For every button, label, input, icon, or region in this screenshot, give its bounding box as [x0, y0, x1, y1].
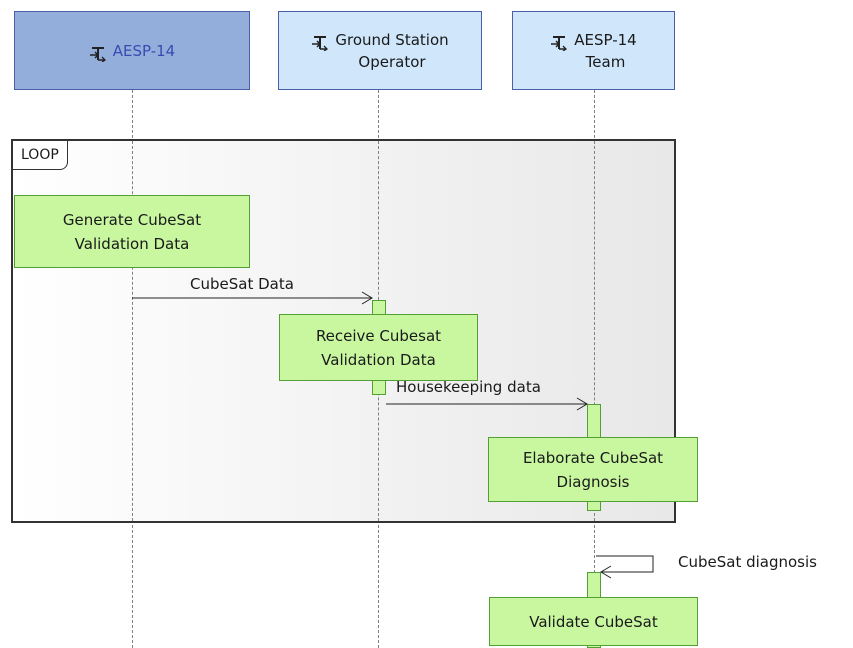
- action-generate-cubesat-validation-data[interactable]: Generate CubeSat Validation Data: [14, 195, 250, 268]
- actor-icon: [312, 35, 329, 51]
- lifeline-header-ground-station-operator[interactable]: Ground Station Operator: [278, 11, 482, 90]
- lifeline-aesp14-segment: [132, 141, 133, 521]
- action-elaborate-cubesat-diagnosis[interactable]: Elaborate CubeSat Diagnosis: [488, 437, 698, 502]
- lifeline-aesp14-team-segment: [594, 141, 595, 521]
- message-label-cubesat-diagnosis: CubeSat diagnosis: [678, 553, 817, 571]
- action-validate-cubesat[interactable]: Validate CubeSat: [489, 597, 698, 646]
- actor-icon: [551, 35, 568, 51]
- lifeline-label: AESP-14: [112, 41, 176, 60]
- message-arrowhead: [600, 565, 612, 579]
- message-label-cubesat-data: CubeSat Data: [190, 275, 294, 293]
- lifeline-header-aesp14[interactable]: AESP-14: [14, 11, 250, 90]
- message-label-housekeeping-data: Housekeeping data: [396, 378, 541, 396]
- lifeline-label: AESP-14 Team: [574, 30, 637, 71]
- loop-fragment-label: LOOP: [13, 141, 68, 170]
- message-arrowhead: [361, 291, 373, 305]
- actor-icon: [89, 46, 106, 62]
- lifeline-label: Ground Station Operator: [335, 30, 449, 71]
- message-line-cubesat-diagnosis: [596, 555, 654, 573]
- lifeline-header-aesp14-team[interactable]: AESP-14 Team: [512, 11, 675, 90]
- message-arrowhead: [576, 397, 588, 411]
- action-receive-cubesat-validation-data[interactable]: Receive Cubesat Validation Data: [279, 314, 478, 381]
